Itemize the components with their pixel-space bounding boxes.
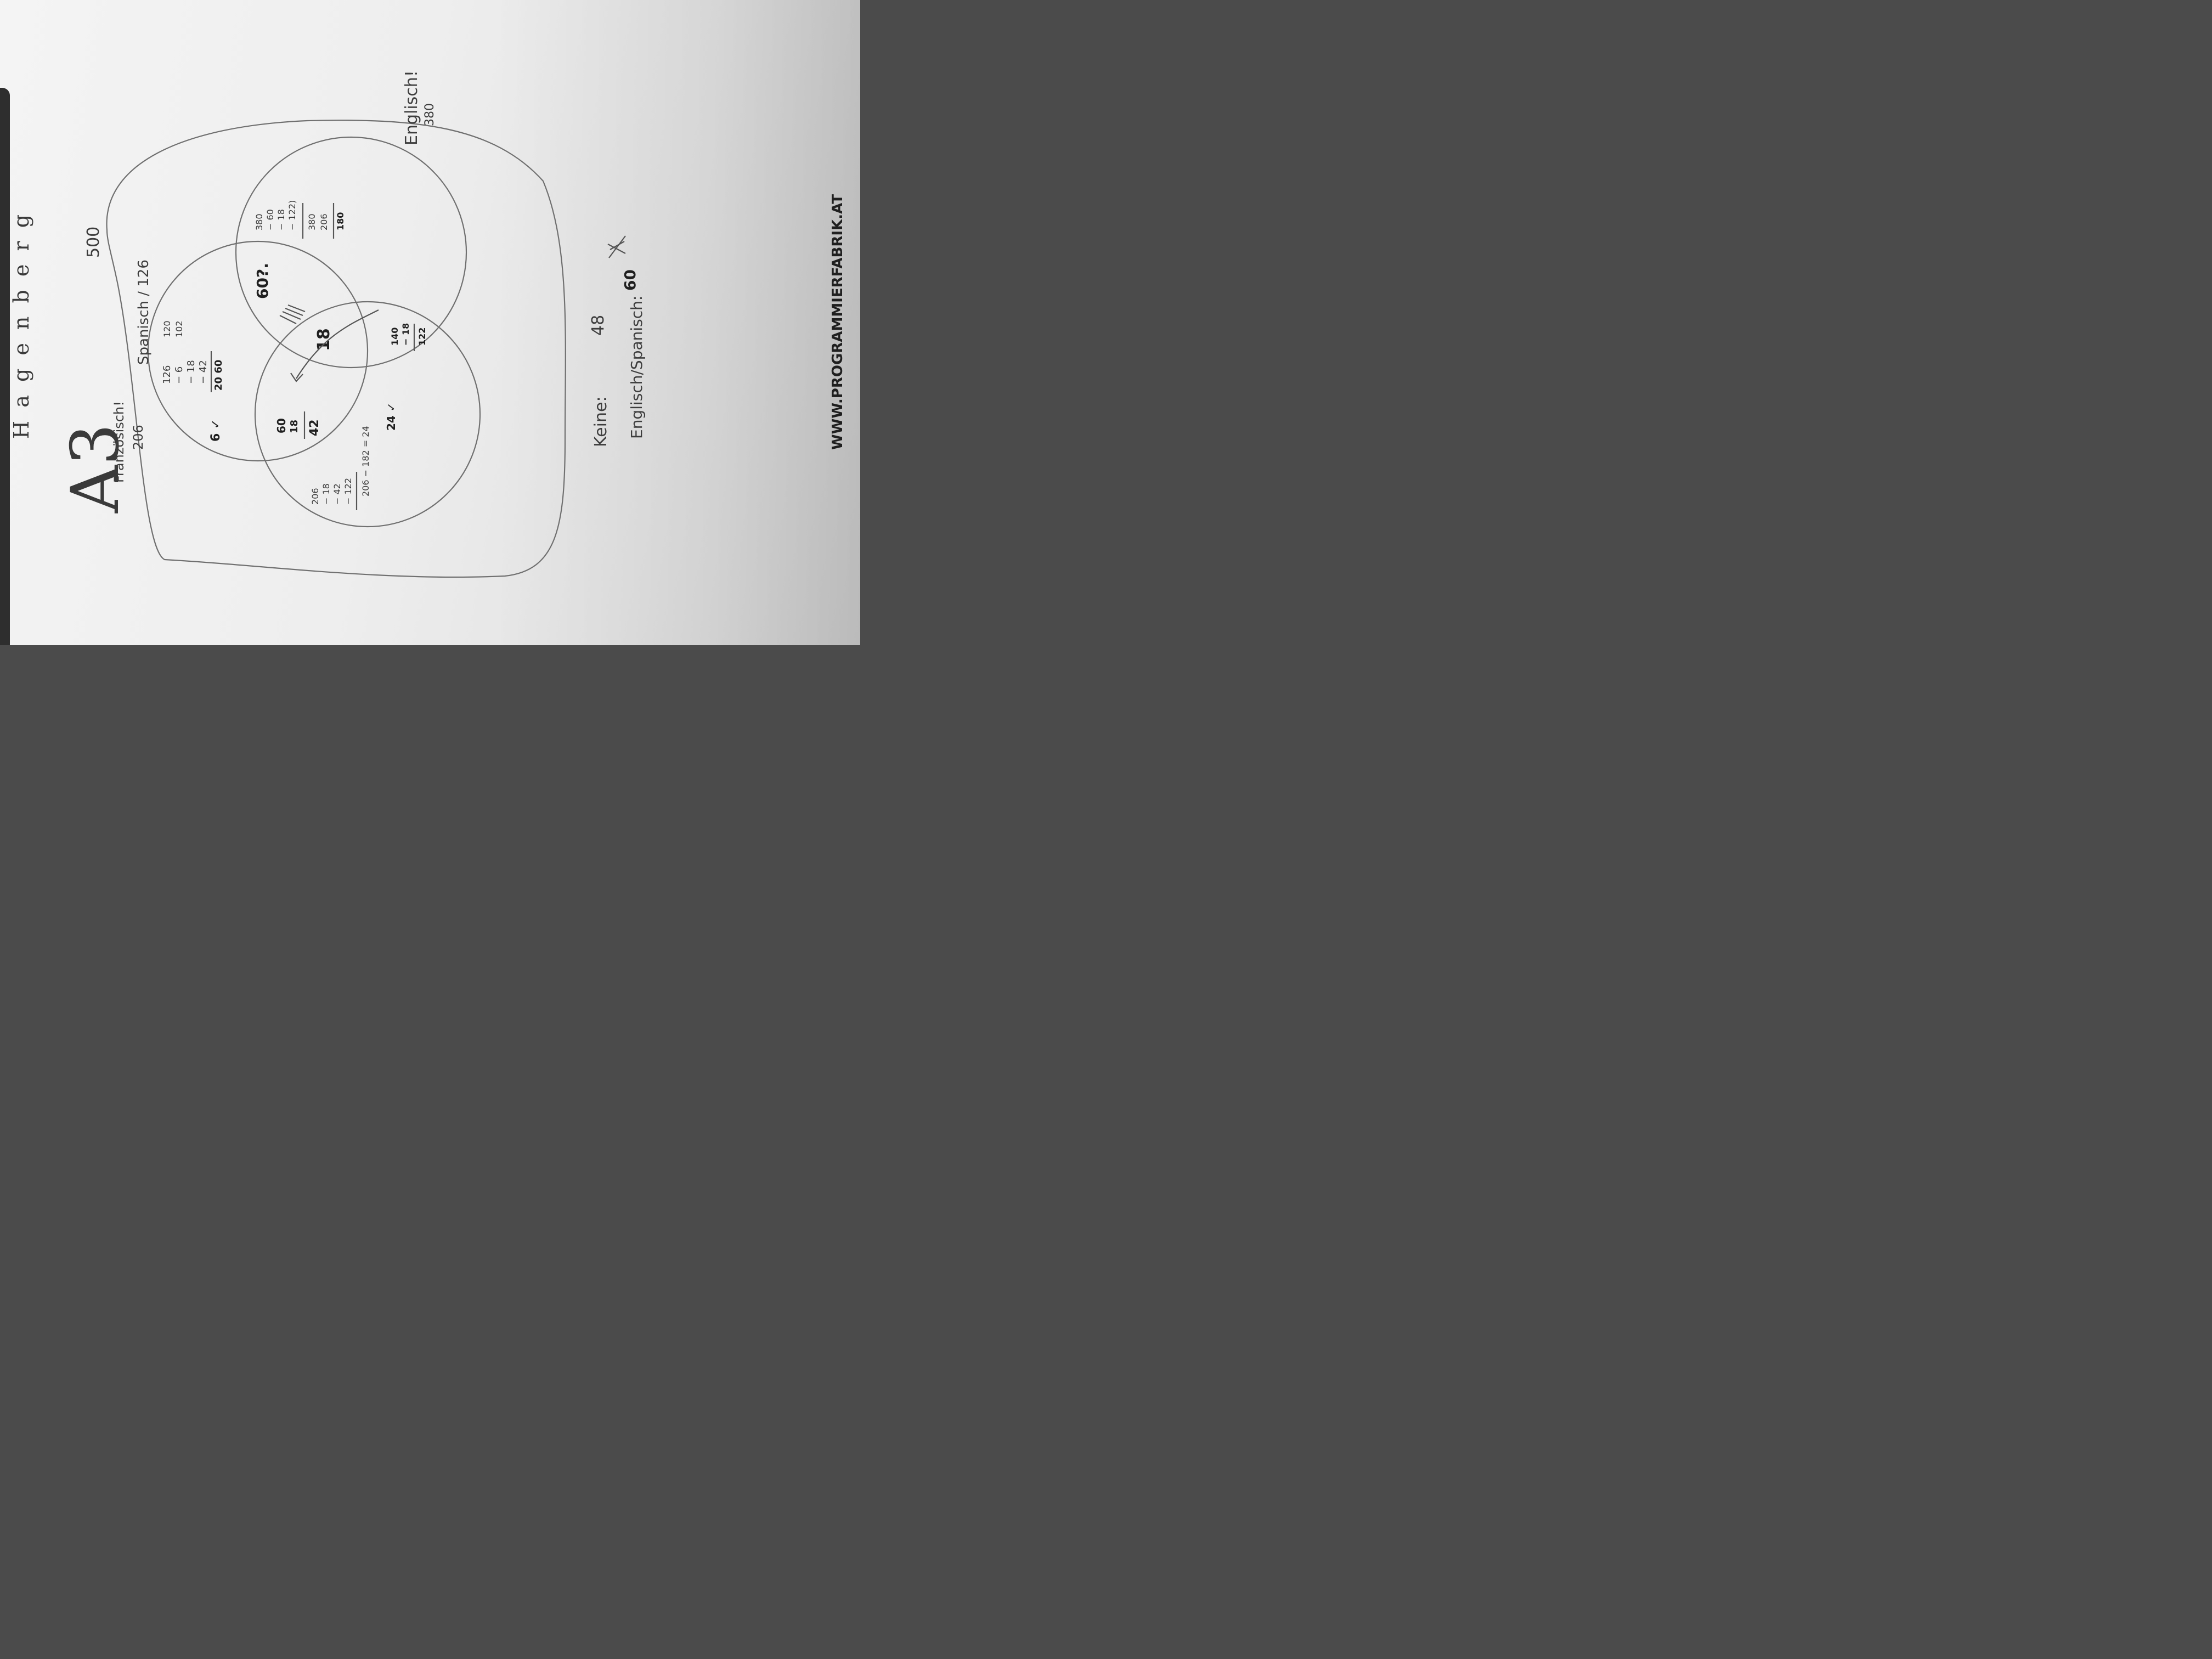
svg-text:− 18: − 18 <box>185 360 197 384</box>
none-value: 48 <box>589 315 608 336</box>
spanish-circle <box>147 240 369 462</box>
french-circle <box>254 301 481 528</box>
worksheet-sheet: H a g e n b e r g A3 WWW.PROGRAMMIERFABR… <box>9 70 846 578</box>
french-only-value: 24 ✓ <box>385 402 398 431</box>
svg-text:− 42: − 42 <box>332 483 342 505</box>
footer-url: WWW.PROGRAMMIERFABRIK.AT <box>830 194 846 450</box>
svg-text:18: 18 <box>289 420 300 433</box>
spanish-calculation: 126 − 6 − 18 − 42 20 60 120 102 <box>161 320 224 392</box>
section-label: A3 <box>58 424 134 514</box>
arrow-head-icon <box>290 373 303 382</box>
english-total: 380 <box>423 103 437 126</box>
english-label: Englisch! <box>402 70 421 145</box>
english-french-calculation: 140 − 18 122 <box>390 323 427 351</box>
spanish-only-value: 6 ✓ <box>209 419 223 442</box>
svg-text:20 60: 20 60 <box>213 360 224 391</box>
svg-text:120: 120 <box>162 320 172 337</box>
page-title: H a g e n b e r g <box>9 211 33 439</box>
svg-text:380: 380 <box>254 213 264 230</box>
universe-total: 500 <box>84 227 103 258</box>
none-label: Keine: <box>591 396 611 447</box>
svg-text:180: 180 <box>335 212 346 230</box>
svg-text:102: 102 <box>174 320 184 337</box>
arrow-curve <box>296 309 379 379</box>
photo-of-worksheet: H a g e n b e r g A3 WWW.PROGRAMMIERFABR… <box>0 0 860 645</box>
svg-text:122: 122 <box>417 328 427 346</box>
spanish-english-value: 60?. <box>253 263 272 299</box>
french-calculation: 206 − 18 − 42 − 122 206 − 182 = 24 <box>310 426 371 510</box>
svg-text:60: 60 <box>275 418 288 433</box>
svg-text:− 60: − 60 <box>265 209 275 230</box>
svg-text:206 − 182 = 24: 206 − 182 = 24 <box>360 426 371 496</box>
center-value: 18 <box>314 328 334 351</box>
spanish-french-calculation: 60 18 42 <box>275 411 321 439</box>
svg-text:140: 140 <box>390 328 400 346</box>
svg-text:− 122: − 122 <box>343 478 353 505</box>
svg-text:− 6: − 6 <box>173 366 185 384</box>
svg-text:− 18: − 18 <box>400 323 411 346</box>
scribble-mark <box>279 304 306 324</box>
spanish-label: Spanisch / 126 <box>136 259 152 365</box>
svg-text:206: 206 <box>319 213 329 230</box>
svg-text:− 122): − 122) <box>287 200 297 230</box>
svg-text:− 18: − 18 <box>321 483 331 505</box>
english-spanish-value: 60 <box>621 269 639 291</box>
svg-text:126: 126 <box>161 365 173 384</box>
french-label: Französisch! <box>111 401 127 483</box>
english-spanish-label: Englisch/Spanisch: <box>628 296 646 439</box>
english-circle <box>235 136 467 369</box>
crossed-out-scribble <box>607 235 626 258</box>
svg-text:42: 42 <box>308 419 321 436</box>
french-total: 206 <box>131 425 146 450</box>
english-calculation: 380 − 60 − 18 − 122) 380 206 180 <box>254 200 346 239</box>
dark-background-edge <box>0 88 10 645</box>
universe-outline <box>106 120 566 578</box>
svg-text:206: 206 <box>310 488 320 505</box>
svg-text:− 42: − 42 <box>198 360 209 384</box>
svg-text:− 18: − 18 <box>276 209 286 230</box>
svg-text:380: 380 <box>307 213 317 230</box>
